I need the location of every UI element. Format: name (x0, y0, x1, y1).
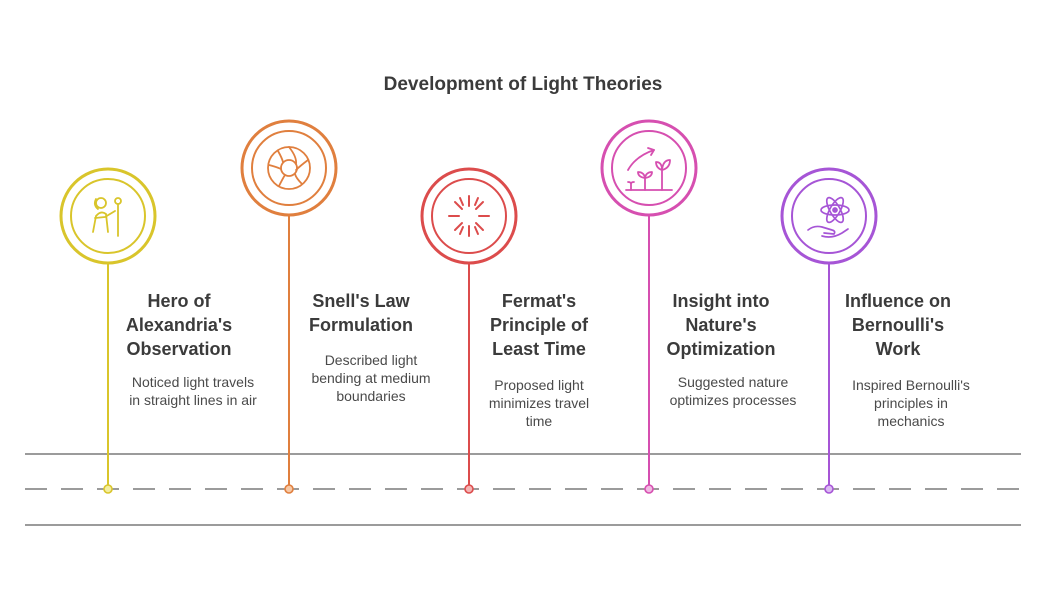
milestone-snell (240, 119, 338, 494)
milestone-hero (59, 167, 157, 494)
milestone-dot (103, 484, 113, 494)
heading-line: Fermat's (501, 291, 577, 311)
heading-line: Least Time (492, 339, 586, 359)
heading-line: Influence on (844, 291, 951, 311)
milestone-dot (644, 484, 654, 494)
milestone-fermat (420, 167, 518, 494)
milestone-5-description: Inspired Bernoulli's principles in mecha… (826, 376, 996, 430)
milestone-4-description: Suggested nature optimizes processes (648, 373, 818, 409)
heading-line: Optimization (666, 339, 776, 359)
milestone-1-heading: Hero of Alexandria's Observation (79, 289, 279, 361)
plant-growth-icon (625, 147, 673, 191)
description-line: mechanics (877, 413, 945, 429)
description-line: minimizes travel (488, 395, 590, 411)
heading-line: Formulation (309, 315, 413, 335)
heading-line: Alexandria's (125, 315, 233, 335)
heading-line: Snell's Law (312, 291, 410, 311)
milestone-bernoulli (780, 167, 878, 494)
description-line: Proposed light (494, 377, 584, 393)
description-line: optimizes processes (669, 392, 797, 408)
atom-hand-icon (807, 196, 850, 238)
description-line: bending at medium (311, 370, 431, 386)
light-burst-icon (448, 195, 490, 237)
heading-line: Hero of (147, 291, 211, 311)
milestone-3-description: Proposed light minimizes travel time (454, 376, 624, 430)
heading-line: Principle of (489, 315, 588, 335)
milestone-2-heading: Snell's Law Formulation (261, 289, 461, 337)
heading-line: Observation (126, 339, 232, 359)
milestone-5-heading: Influence on Bernoulli's Work (798, 289, 998, 361)
description-line: Suggested nature (677, 374, 789, 390)
heading-line: Insight into (672, 291, 770, 311)
philosopher-icon (92, 197, 122, 237)
heading-line: Nature's (685, 315, 757, 335)
description-line: time (525, 413, 553, 429)
heading-line: Bernoulli's (851, 315, 945, 335)
milestone-dot (284, 484, 294, 494)
description-line: principles in (874, 395, 948, 411)
milestone-1-description: Noticed light travels in straight lines … (108, 373, 278, 409)
description-line: Inspired Bernoulli's (852, 377, 970, 393)
description-line: Described light (324, 352, 418, 368)
aperture-icon (267, 146, 311, 190)
heading-line: Work (875, 339, 921, 359)
milestone-nature (600, 119, 698, 494)
diagram-title: Development of Light Theories (383, 74, 663, 95)
description-line: in straight lines in air (129, 392, 257, 408)
milestone-3-heading: Fermat's Principle of Least Time (439, 289, 639, 361)
milestone-2-description: Described light bending at medium bounda… (286, 351, 456, 405)
milestone-dot (464, 484, 474, 494)
milestone-dot (824, 484, 834, 494)
description-line: Noticed light travels (131, 374, 255, 390)
description-line: boundaries (336, 388, 406, 404)
milestone-4-heading: Insight into Nature's Optimization (621, 289, 821, 361)
